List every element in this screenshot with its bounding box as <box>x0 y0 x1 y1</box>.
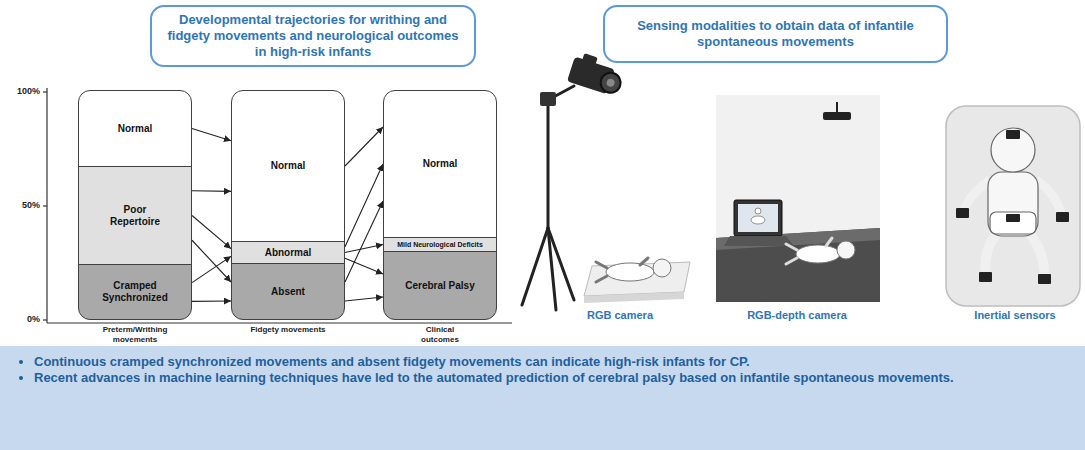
transition-arrow <box>345 297 383 301</box>
modality-label: RGB-depth camera <box>727 309 867 322</box>
transition-arrow <box>345 258 383 274</box>
transition-arrow <box>192 216 231 249</box>
heading-text: Developmental trajectories for writhing … <box>166 12 460 60</box>
heading-text: Sensing modalities to obtain data of inf… <box>619 18 932 50</box>
modality-label: Inertial sensors <box>950 309 1080 322</box>
axis-tick-label: 100% <box>2 86 40 97</box>
transition-arrow <box>192 300 231 301</box>
segment-text: Mild Neurological Deficits <box>397 241 483 249</box>
transition-arrow <box>345 127 383 166</box>
axis-category-label: Fidgety movements <box>238 325 338 335</box>
rgb-camera-illustration <box>522 51 690 310</box>
segment-text: Normal <box>271 160 305 172</box>
segment-text: Abnormal <box>265 247 312 259</box>
segment-text: Normal <box>118 123 152 135</box>
summary-bullet: Continuous cramped synchronized movement… <box>34 354 954 370</box>
transition-arrow <box>192 190 231 192</box>
heading-box: Developmental trajectories for writhing … <box>150 5 476 67</box>
segment-text: Cramped Synchronized <box>95 280 175 304</box>
inertial-sensors-illustration <box>946 106 1080 306</box>
axis-tick-label: 50% <box>2 200 40 211</box>
stage-segment: Normal <box>78 90 192 167</box>
segment-text: Absent <box>271 286 305 298</box>
stage-segment: Poor Repertoire <box>78 166 192 265</box>
summary-band: Continuous cramped synchronized movement… <box>0 346 1085 450</box>
axis-category-label: Clinical outcomes <box>410 325 470 345</box>
segment-text: Normal <box>423 158 457 170</box>
stage-segment: Absent <box>231 263 345 320</box>
summary-bullet: Recent advances in machine learning tech… <box>34 370 954 386</box>
segment-text: Poor Repertoire <box>100 204 170 228</box>
axis-category-label: Preterm/Writhing movements <box>90 325 180 345</box>
axis-tick-label: 0% <box>2 314 40 325</box>
transition-arrow <box>192 256 231 282</box>
bullet-list: Continuous cramped synchronized movement… <box>16 354 954 386</box>
transition-arrow <box>345 164 383 247</box>
rgb-depth-camera-illustration <box>716 95 880 302</box>
heading-box: Sensing modalities to obtain data of inf… <box>603 5 948 63</box>
stage-segment: Normal <box>383 90 497 238</box>
stage-segment: Cerebral Palsy <box>383 251 497 320</box>
stage-segment: Abnormal <box>231 241 345 264</box>
transition-arrow <box>345 245 383 253</box>
chart-axes <box>43 88 512 323</box>
stage-segment: Cramped Synchronized <box>78 264 192 320</box>
transition-arrow <box>192 129 231 141</box>
stage-segment: Mild Neurological Deficits <box>383 237 497 252</box>
stage-segment: Normal <box>231 90 345 242</box>
transition-arrow <box>192 240 231 282</box>
segment-text: Cerebral Palsy <box>405 280 475 292</box>
transition-arrow <box>345 201 383 282</box>
modality-label: RGB camera <box>560 309 680 322</box>
